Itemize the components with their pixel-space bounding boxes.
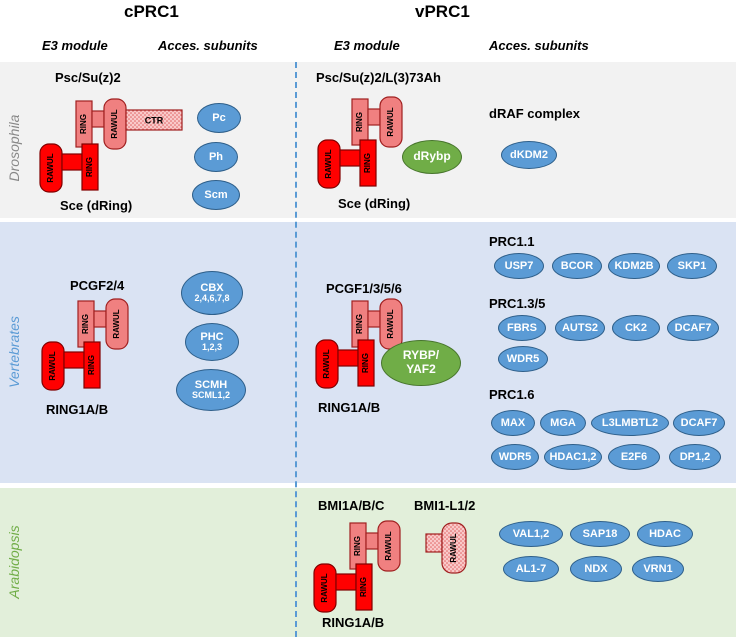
pcgf24-label: PCGF2/4 <box>70 278 125 293</box>
rybp-yaf2-subunit: RYBP/YAF2 <box>381 340 461 386</box>
ndx-subunit: NDX <box>570 556 622 582</box>
prc16-label: PRC1.6 <box>489 387 535 402</box>
auts2-subunit: AUTS2 <box>555 315 605 341</box>
wdr5-subunit: WDR5 <box>498 346 548 372</box>
dcaf7-subunit: DCAF7 <box>673 410 725 436</box>
l3lmbtl2-subunit: L3LMBTL2 <box>591 410 669 436</box>
scm-subunit: Scm <box>192 180 240 210</box>
rawul-domain-label: RAWUL <box>320 573 329 602</box>
rawul-domain-label: RAWUL <box>112 309 121 338</box>
bmi1abc-module: RING RAWUL <box>349 520 401 572</box>
usp7-subunit: USP7 <box>494 253 544 279</box>
vrn1-subunit: VRN1 <box>632 556 684 582</box>
max-subunit: MAX <box>491 410 535 436</box>
drosophila-label: Drosophila <box>6 114 22 182</box>
sce-label: Sce (dRing) <box>60 198 133 213</box>
psc-suz2-label: Psc/Su(z)2 <box>55 70 121 85</box>
wdr5-subunit: WDR5 <box>491 444 539 470</box>
rawul-domain-label: RAWUL <box>386 309 395 338</box>
drybp-subunit: dRybp <box>402 140 462 174</box>
prc135-label: PRC1.3/5 <box>489 296 546 311</box>
ring1ab-c-label: RING1A/B <box>46 402 109 417</box>
psc-l373ah-label: Psc/Su(z)2/L(3)73Ah <box>316 70 441 85</box>
ring-domain-label: RING <box>81 314 90 334</box>
hdac12-subunit: HDAC1,2 <box>544 444 602 470</box>
fbrs-subunit: FBRS <box>498 315 546 341</box>
rawul-domain-label: RAWUL <box>384 531 393 560</box>
ring-domain-label: RING <box>79 114 88 134</box>
hdac-subunit: HDAC <box>637 521 693 547</box>
sce-module: RAWUL RING <box>39 143 99 193</box>
divider-line <box>295 62 297 637</box>
psc-v-module: RING RAWUL <box>351 96 403 148</box>
ring1ab-v-module: RAWUL RING <box>315 339 375 389</box>
pcgf24-module: RING RAWUL <box>77 298 129 350</box>
e2f6-subunit: E2F6 <box>608 444 660 470</box>
rawul-domain-label: RAWUL <box>386 107 395 136</box>
draf-complex-label: dRAF complex <box>489 106 581 121</box>
sce-v-label: Sce (dRing) <box>338 196 411 211</box>
vprc1-header: vPRC1 <box>415 2 470 21</box>
dcaf7-subunit: DCAF7 <box>667 315 719 341</box>
psc-suz2-module: RING RAWUL CTR <box>75 98 183 150</box>
pc-subunit: Pc <box>197 103 241 133</box>
bcor-subunit: BCOR <box>552 253 602 279</box>
ph-subunit: Ph <box>194 142 238 172</box>
dkdm2-subunit: dKDM2 <box>501 141 557 169</box>
e3-module-left-header: E3 module <box>42 38 108 53</box>
ring-domain-label: RING <box>359 577 368 597</box>
kdm2b-subunit: KDM2B <box>608 253 660 279</box>
arabidopsis-label: Arabidopsis <box>6 525 22 599</box>
vertebrates-label: Vertebrates <box>6 316 22 388</box>
skp1-subunit: SKP1 <box>667 253 717 279</box>
al17-subunit: AL1-7 <box>503 556 559 582</box>
accessory-left-header: Acces. subunits <box>158 38 258 53</box>
prc11-label: PRC1.1 <box>489 234 535 249</box>
rawul-domain-label: RAWUL <box>110 109 119 138</box>
rawul-domain-label: RAWUL <box>322 349 331 378</box>
rawul-domain-label: RAWUL <box>324 149 333 178</box>
pcgf1356-label: PCGF1/3/5/6 <box>326 281 402 296</box>
ring-domain-label: RING <box>353 536 362 556</box>
e3-module-right-header: E3 module <box>334 38 400 53</box>
pcgf1356-module: RING RAWUL <box>351 298 403 350</box>
rawul-domain-label: RAWUL <box>48 351 57 380</box>
ck2-subunit: CK2 <box>612 315 660 341</box>
mga-subunit: MGA <box>540 410 586 436</box>
ring-domain-label: RING <box>355 112 364 132</box>
rawul-domain-label: RAWUL <box>449 533 458 562</box>
ring-domain-label: RING <box>355 314 364 334</box>
cprc1-header: cPRC1 <box>124 2 179 21</box>
bmi1abc-label: BMI1A/B/C <box>318 498 385 513</box>
accessory-right-header: Acces. subunits <box>489 38 589 53</box>
ring-domain-label: RING <box>363 153 372 173</box>
ring-domain-label: RING <box>85 157 94 177</box>
ring1ab-v-label: RING1A/B <box>318 400 381 415</box>
sap18-subunit: SAP18 <box>570 521 630 547</box>
dp12-subunit: DP1,2 <box>669 444 721 470</box>
ring-domain-label: RING <box>87 355 96 375</box>
sce-v-module: RAWUL RING <box>317 139 377 189</box>
ring1ab-a-module: RAWUL RING <box>313 563 373 613</box>
ctr-domain-label: CTR <box>145 115 164 125</box>
val12-subunit: VAL1,2 <box>499 521 563 547</box>
rawul-domain-label: RAWUL <box>46 153 55 182</box>
ring1ab-c-module: RAWUL RING <box>41 341 101 391</box>
bmi1l12-module: RAWUL <box>425 522 467 574</box>
ring-domain-label: RING <box>361 353 370 373</box>
bmi1l12-label: BMI1-L1/2 <box>414 498 476 513</box>
ring1ab-a-label: RING1A/B <box>322 615 385 630</box>
